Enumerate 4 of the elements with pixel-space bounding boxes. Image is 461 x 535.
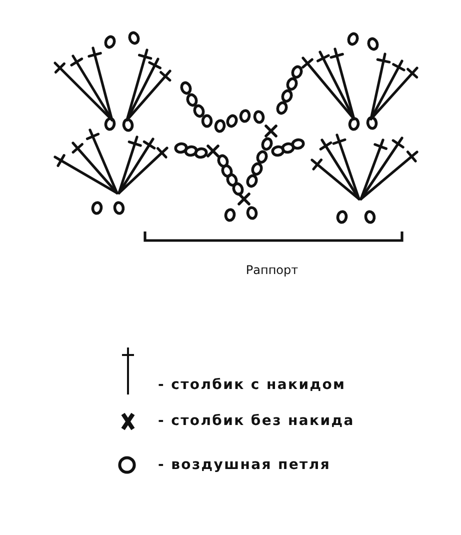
legend-text: - столбик без накида <box>158 412 354 431</box>
legend-text: - столбик с накидом <box>158 376 346 395</box>
legend-text: - воздушная петля <box>158 456 331 475</box>
bracket-label: Раппорт <box>246 262 298 278</box>
